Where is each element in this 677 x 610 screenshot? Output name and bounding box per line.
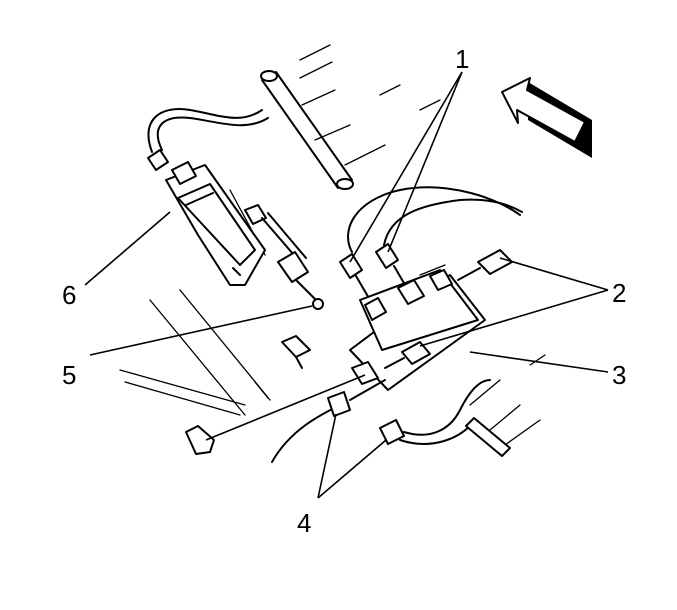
leader-lines [84,71,609,499]
valve-bracket-assembly [349,269,486,391]
callout-labels: 1 2 3 4 5 6 [62,44,626,538]
callout-6: 6 [62,280,76,310]
retainer-clip-upper [281,335,311,369]
callout-3: 3 [612,360,626,390]
callout-4: 4 [297,508,311,538]
vehicle-structure [119,44,546,446]
lower-hoses-and-connectors [271,379,511,463]
callout-5: 5 [62,360,76,390]
direction-arrow-icon [501,77,592,158]
retainer-clip-lower [185,425,215,455]
hoses-and-connectors [339,186,523,301]
callout-1: 1 [455,44,469,74]
sensor-module [147,108,324,310]
tube-bracket [260,70,354,190]
callout-2: 2 [612,278,626,308]
